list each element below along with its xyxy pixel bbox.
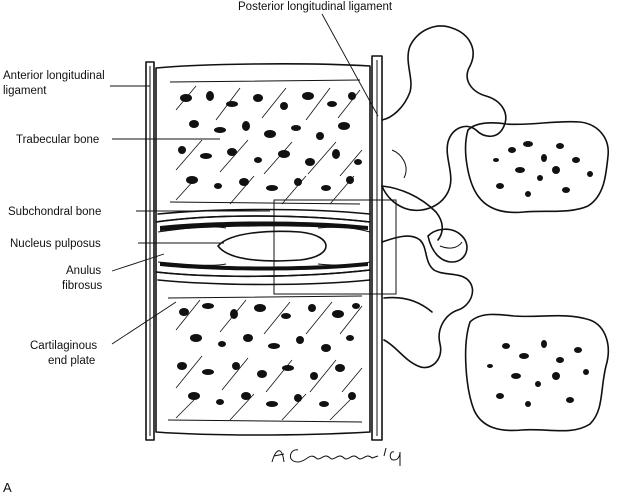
upper-vertebral-body — [155, 63, 371, 223]
panel-letter: A — [3, 480, 12, 495]
label-anulus-fibrosus-line2: fibrosus — [62, 280, 103, 292]
label-nucleus-pulposus: Nucleus pulposus — [10, 238, 101, 250]
label-subchondral-bone: Subchondral bone — [8, 206, 101, 218]
body-trabecular-texture — [177, 91, 362, 407]
label-anulus-fibrosus: Anulus — [66, 265, 101, 277]
label-cartilaginous-end-plate: Cartilaginous — [30, 340, 97, 352]
lower-vertebral-body — [155, 269, 371, 436]
label-trabecular-bone: Trabecular bone — [16, 134, 99, 146]
artist-signature — [271, 447, 401, 466]
detail-box — [273, 199, 397, 295]
posterior-longitudinal-ligament — [371, 55, 383, 441]
anterior-longitudinal-ligament — [145, 61, 155, 441]
spinous-trabecular-texture — [487, 141, 593, 407]
cartilaginous-end-plate — [160, 221, 368, 271]
label-anterior-longitudinal-ligament: Anterior longitudinal — [3, 70, 105, 82]
nucleus-pulposus — [217, 230, 327, 262]
trabecular-hatching — [175, 85, 363, 421]
posterior-elements — [381, 25, 610, 432]
label-anterior-longitudinal-ligament-line2: ligament — [3, 85, 47, 97]
leader-lines — [110, 13, 379, 345]
label-posterior-longitudinal-ligament: Posterior longitudinal ligament — [238, 1, 393, 13]
label-cartilaginous-end-plate-line2: end plate — [48, 355, 95, 367]
